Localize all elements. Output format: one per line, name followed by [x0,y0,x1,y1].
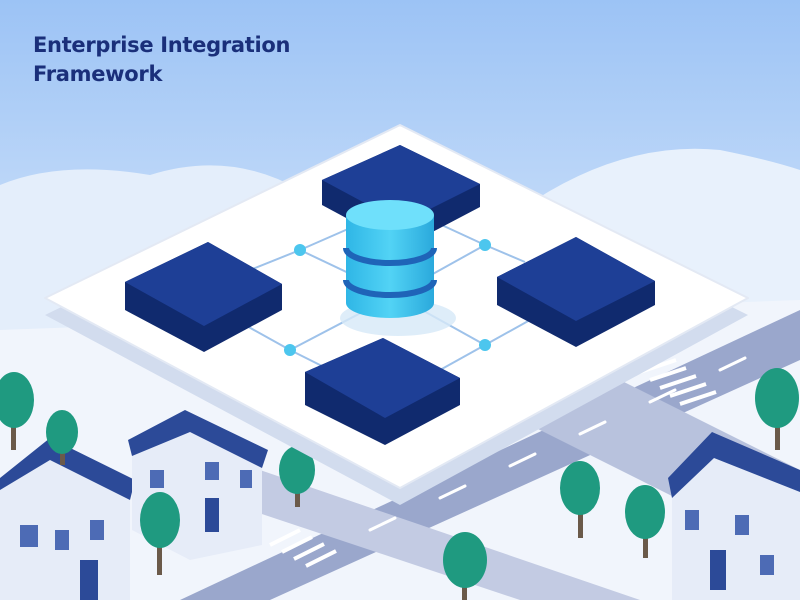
crosswalk-right [639,358,717,406]
connector-nodes [284,239,491,356]
tree-center-1 [140,492,180,575]
tree-left-2 [46,410,78,465]
node-bottom-right [479,339,491,351]
tree-left-1 [0,372,34,450]
page-title: Enterprise Integration Framework [33,31,353,89]
node-bottom-left [284,344,296,356]
tree-center-2 [279,446,315,507]
tree-right-1 [560,461,600,538]
tree-right-3 [755,368,799,450]
title-line-2: Framework [33,62,163,86]
node-top-right [479,239,491,251]
lane-markings [368,356,747,532]
node-top-left [294,244,306,256]
house-left [0,438,135,600]
road-lower [220,470,640,600]
module-bottom [305,338,460,445]
module-left [125,242,282,352]
tree-right-2 [625,485,665,558]
title-line-1: Enterprise Integration [33,33,291,57]
house-right [668,432,800,600]
tree-bottom [443,532,487,600]
module-right [497,237,655,347]
database-cylinder-icon [340,200,456,336]
crosswalk-bottom [269,528,337,568]
